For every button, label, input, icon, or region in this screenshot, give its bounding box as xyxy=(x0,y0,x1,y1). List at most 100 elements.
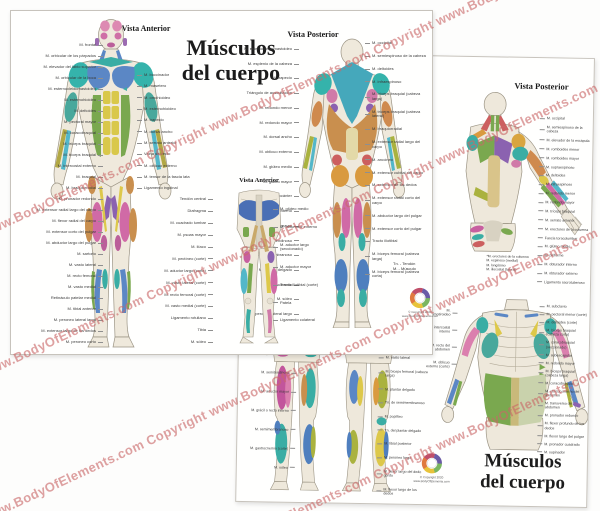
muscle-label: M. cuadrado lumbar xyxy=(161,220,213,226)
title-line-2: del cuerpo xyxy=(479,471,566,494)
muscle-label: M. occipital xyxy=(365,40,427,46)
muscle-label: M. flexor profundo de los dedos xyxy=(537,422,585,431)
muscle-label: M. aductor largo (corte) xyxy=(161,268,213,274)
muscle-label: M. pectoral mayor xyxy=(15,119,103,125)
muscle-label: M. pronador redondo xyxy=(538,413,586,419)
muscle-label: M. subescapular xyxy=(539,353,587,358)
credit-line: www.BodyOfElements.com xyxy=(413,478,450,484)
muscle-label: M. supraespinoso xyxy=(539,165,591,170)
copyright-credit: © Copyright 2020 www.BodyOfElements.com xyxy=(409,475,455,485)
muscle-label: M. tríceps braquial (cabeza lateral) xyxy=(365,109,427,119)
muscle-label: Tendón central xyxy=(161,196,213,202)
muscle-label: M. psoas mayor xyxy=(161,232,213,238)
muscle-label: M. masetero xyxy=(137,84,199,89)
bodyofelements-logo xyxy=(421,453,442,474)
muscle-label: M. bíceps braquial (cabeza corta) xyxy=(539,328,587,337)
muscle-label: Retináculo patelar medial xyxy=(15,295,103,301)
muscle-label: M. oblicuo externo xyxy=(237,150,299,155)
muscle-label: Tn. de semimembranoso xyxy=(378,401,428,406)
muscle-label: M. infraespinoso xyxy=(365,79,427,85)
muscle-label: M. dorsal ancho xyxy=(237,135,299,140)
muscle-label: M. obturador externo xyxy=(273,224,321,230)
muscle-label: M. orbicular de la boca xyxy=(15,75,103,81)
muscle-label: M. semitendinoso xyxy=(250,370,296,375)
muscle-label: M. flexor largo del pulgar xyxy=(537,434,585,439)
muscle-label: M. ancóneo xyxy=(365,157,427,163)
muscle-label: M. braquiorradial xyxy=(365,127,427,132)
muscle-label: M. elevador de la escápula xyxy=(539,138,591,143)
muscle-label: M. recto femoral (corte) xyxy=(161,292,213,298)
posterior-right-labels: M. occipital M. semiespinoso de la cabeza… xyxy=(365,40,427,279)
muscle-label: M. tensor de la fascia lata xyxy=(137,174,199,180)
abbreviation-note: Tn. - Tendón M. - Músculo xyxy=(393,261,416,271)
muscle-label: M. pectíneo (corte) xyxy=(161,256,213,262)
muscle-label: M. dorsal ancho xyxy=(137,129,199,135)
muscle-label: M. deltoides xyxy=(15,108,103,114)
muscle-label: M. orbicular de los párpados xyxy=(15,53,103,59)
muscle-label: M. coracobraquial (seccionado) xyxy=(539,341,587,350)
poster2-vista-posterior-heading: Vista Posterior xyxy=(514,80,569,92)
muscle-label: Vaina del recto xyxy=(137,152,199,157)
muscle-label: Ligamento rotuliano xyxy=(161,316,213,321)
credit-line: © Copyright 2020 xyxy=(408,310,432,314)
muscle-label: M. semiespinoso de la cabeza xyxy=(540,125,592,134)
muscle-label: M. aductor mayor xyxy=(273,264,321,270)
muscle-label: Triángulo de auscultación xyxy=(237,91,299,96)
muscle-label: Ligamento colateral xyxy=(273,318,321,323)
muscle-label: M. obturador externo xyxy=(537,271,589,276)
poster-deep-muscles: Vista Posterior xyxy=(235,51,595,509)
bodyofelements-logo xyxy=(409,287,431,309)
muscle-label: M. oblicuo externo xyxy=(137,163,199,169)
muscle-label: M. deltoides (corte) xyxy=(539,320,587,325)
muscle-label: M. vasto lateral xyxy=(379,355,429,360)
deep-torso-right-labels: M. subclavio M. pectoral menor (corte) M. … xyxy=(537,304,588,455)
muscle-label: M. extensor radial largo del carpo xyxy=(365,139,427,149)
muscle-label: M. buccinador xyxy=(137,72,199,78)
muscle-label: M. extensor de los dedos xyxy=(365,183,427,188)
muscle-label: M. glúteo medio xyxy=(237,164,299,170)
muscle-label: M. braquial xyxy=(15,174,103,180)
muscle-label: M. sartorio xyxy=(15,251,103,257)
note-line: Tn. - Tendón xyxy=(393,261,416,266)
muscle-label: M. subclavio xyxy=(540,304,588,309)
muscle-label: M. sóleo xyxy=(237,297,299,302)
note-line: M. - Músculo xyxy=(393,266,416,272)
muscle-label: M. elevador del labio superior xyxy=(15,64,103,70)
muscle-label: M. vasto medial xyxy=(15,284,103,290)
muscle-label: M. redondo mayor xyxy=(539,361,587,366)
muscle-label: M. coracobraquial xyxy=(538,381,586,386)
muscle-label: M. esternocleidomastoideo xyxy=(15,86,103,92)
muscle-label: M. poplíteo xyxy=(378,414,428,419)
muscle-label: M. extensor radial largo del carpo xyxy=(15,207,103,213)
muscle-label: M. bíceps femoral (cabeza corta) xyxy=(365,269,427,279)
muscle-label: M. bíceps braquial xyxy=(15,152,103,158)
muscle-label: M. pronador cuadrado xyxy=(537,442,585,447)
muscle-label: M. frontal xyxy=(15,42,103,48)
muscle-label: M. grácil o recto interno xyxy=(250,408,296,413)
muscle-label: M. coracobraquial xyxy=(15,130,103,136)
muscle-label: Diafragma xyxy=(161,208,213,214)
muscle-label: M. flexor largo de los dedos xyxy=(376,487,426,496)
muscle-label: M. peroneo corto xyxy=(15,339,103,345)
inset-deep-figure-illustration xyxy=(236,189,282,344)
muscle-label: M. trapecio xyxy=(237,76,299,81)
muscle-label: M. redondo menor xyxy=(237,105,299,111)
muscle-label: M. abductor largo del pulgar xyxy=(365,213,427,219)
muscle-label: M. semiespinoso de la cabeza xyxy=(365,53,427,59)
muscle-label: M. tibial anterior xyxy=(15,306,103,312)
muscle-label: Tn. del plantar delgado xyxy=(377,428,427,433)
muscle-label: M. abductor largo del pulgar xyxy=(15,240,103,246)
muscle-label: M. esplenio de la cabeza xyxy=(237,61,299,67)
muscle-label: M. esternocleidomastoideo xyxy=(237,46,299,52)
muscle-label: M. bíceps braquial (cabeza larga) xyxy=(538,369,586,378)
muscle-label: M. aductor mayor xyxy=(250,389,296,394)
muscle-label: M. obturador interno xyxy=(537,262,589,267)
muscle-label: M. recto femoral xyxy=(15,273,103,279)
muscle-label: M. tríceps braquial xyxy=(15,141,103,147)
muscle-label: M. pectoral menor (corte) xyxy=(539,312,587,317)
muscle-label: M. braquiorradial xyxy=(15,185,103,191)
muscle-label: M. glúteo medio xyxy=(273,206,321,212)
